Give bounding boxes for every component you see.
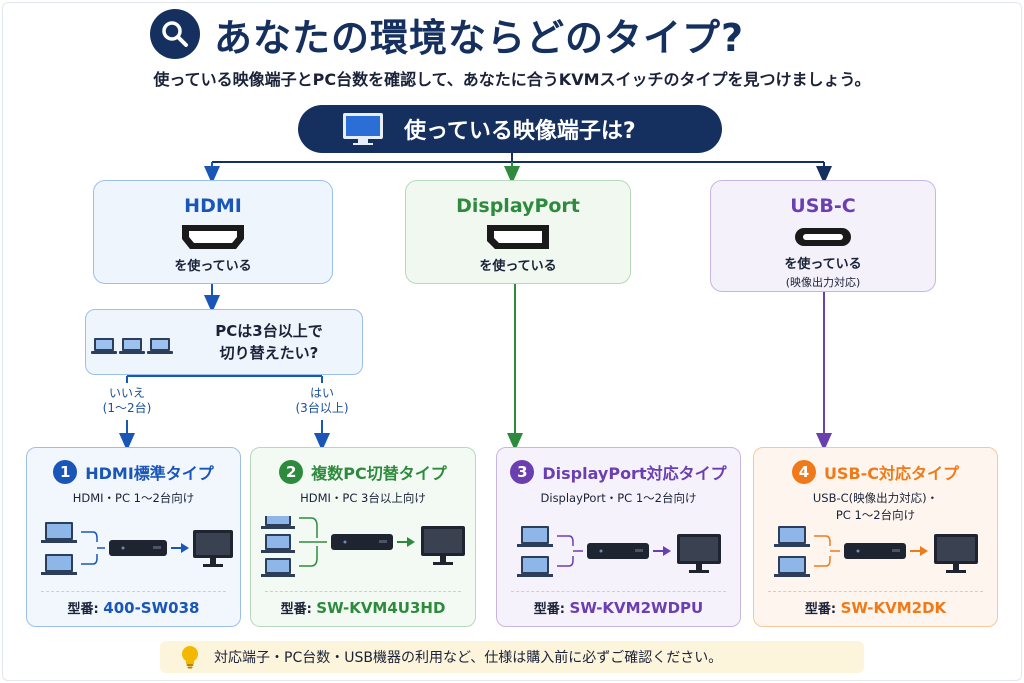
connector-name: DisplayPort <box>456 195 580 217</box>
card-header: 1 HDMI標準タイプ <box>27 460 240 484</box>
card-divider <box>511 591 726 592</box>
model-label: 型番: <box>67 602 99 617</box>
question-banner: 使っている映像端子は? <box>298 105 722 153</box>
card-description: DisplayPort・PC 1〜2台向け <box>540 491 697 505</box>
card-header: 2 複数PC切替タイプ <box>251 460 475 484</box>
card-header: 4 USB-C対応タイプ <box>754 460 997 484</box>
model-number: SW-KVM2WDPU <box>569 599 704 617</box>
pc-count-question-text: PCは3台以上で 切り替えたい? <box>174 320 364 364</box>
card-description-line-1: USB-C(映像出力対応)・ <box>812 491 939 505</box>
connector-name: HDMI <box>184 195 242 217</box>
laptops-icon <box>91 338 173 354</box>
product-card-2[interactable]: 2 複数PC切替タイプ HDMI・PC 3台以上向け 型番: SW-KVM4U3… <box>250 447 476 627</box>
connector-note: (映像出力対応) <box>785 276 861 289</box>
model-label: 型番: <box>280 602 312 617</box>
card-title: HDMI標準タイプ <box>85 464 214 483</box>
model-number: SW-KVM2DK <box>840 599 947 617</box>
footer-note: 対応端子・PC台数・USB機器の利用など、仕様は購入前に必ずご確認ください。 <box>160 641 864 673</box>
card-model: 型番: SW-KVM2WDPU <box>497 598 740 617</box>
card-model: 型番: SW-KVM2DK <box>754 598 997 617</box>
connector-use: を使っている <box>174 259 252 274</box>
question-line-1: PCは3台以上で <box>215 322 323 340</box>
card-header: 3 DisplayPort対応タイプ <box>497 460 740 484</box>
page-subtitle: 使っている映像端子とPC台数を確認して、あなたに合うKVMスイッチのタイプを見つ… <box>153 70 871 89</box>
card-divider <box>265 591 461 592</box>
model-number: SW-KVM4U3HD <box>316 599 446 617</box>
card-description: HDMI・PC 3台以上向け <box>300 491 426 505</box>
card-title: USB-C対応タイプ <box>823 464 960 483</box>
card-number: 1 <box>53 460 78 484</box>
search-icon <box>150 9 200 59</box>
card-divider <box>768 591 983 592</box>
product-card-4[interactable]: 4 USB-C対応タイプ USB-C(映像出力対応)・ PC 1〜2台向け 型番… <box>753 447 998 627</box>
pc-count-question: PCは3台以上で 切り替えたい? <box>85 309 363 375</box>
kvm-setup-illustration <box>774 526 978 577</box>
card-title: 複数PC切替タイプ <box>311 464 447 483</box>
title-row: あなたの環境ならどのタイプ? <box>150 8 744 60</box>
card-number: 3 <box>510 460 535 484</box>
card-number: 2 <box>279 460 304 484</box>
page-title: あなたの環境ならどのタイプ? <box>214 15 745 60</box>
displayport-icon <box>487 225 549 249</box>
connector-use: を使っている <box>784 257 862 272</box>
branch-no-label: いいえ <box>108 386 145 400</box>
card-description-line-2: PC 1〜2台向け <box>835 508 916 522</box>
card-divider <box>41 591 226 592</box>
model-number: 400-SW038 <box>103 599 200 617</box>
kvm-setup-illustration <box>41 522 233 575</box>
connector-use: を使っている <box>479 259 557 274</box>
connector-displayport: DisplayPort を使っている <box>405 180 631 284</box>
product-card-3[interactable]: 3 DisplayPort対応タイプ DisplayPort・PC 1〜2台向け… <box>496 447 741 627</box>
question-line-2: 切り替えたい? <box>219 344 319 362</box>
product-card-1[interactable]: 1 HDMI標準タイプ HDMI・PC 1〜2台向け 型番: 400-SW038 <box>26 447 241 627</box>
hdmi-port-icon <box>182 225 244 249</box>
card-model: 型番: 400-SW038 <box>27 598 240 617</box>
card-title: DisplayPort対応タイプ <box>542 464 727 483</box>
branch-yes-detail: (3台以上) <box>295 401 349 415</box>
branch-no-detail: (1〜2台) <box>102 401 152 415</box>
lightbulb-icon <box>182 646 198 669</box>
kvm-setup-illustration <box>517 526 721 577</box>
connector-hdmi: HDMI を使っている <box>93 180 333 284</box>
model-label: 型番: <box>804 602 837 617</box>
connector-name: USB-C <box>790 195 856 217</box>
card-number: 4 <box>791 460 816 484</box>
question-text: 使っている映像端子は? <box>404 119 636 144</box>
monitor-icon <box>343 113 383 145</box>
usb-c-port-icon <box>795 228 851 246</box>
branch-no: いいえ (1〜2台) <box>87 386 167 416</box>
branch-yes-label: はい <box>309 386 334 400</box>
model-label: 型番: <box>533 602 565 617</box>
card-description: USB-C(映像出力対応)・ PC 1〜2台向け <box>754 490 997 524</box>
branch-yes: はい (3台以上) <box>282 386 362 416</box>
card-description: HDMI・PC 1〜2台向け <box>72 491 195 505</box>
kvm-setup-illustration <box>261 516 465 577</box>
footer-text: 対応端子・PC台数・USB機器の利用など、仕様は購入前に必ずご確認ください。 <box>214 650 723 666</box>
card-model: 型番: SW-KVM4U3HD <box>251 598 475 617</box>
connector-usbc: USB-C を使っている (映像出力対応) <box>710 180 936 292</box>
